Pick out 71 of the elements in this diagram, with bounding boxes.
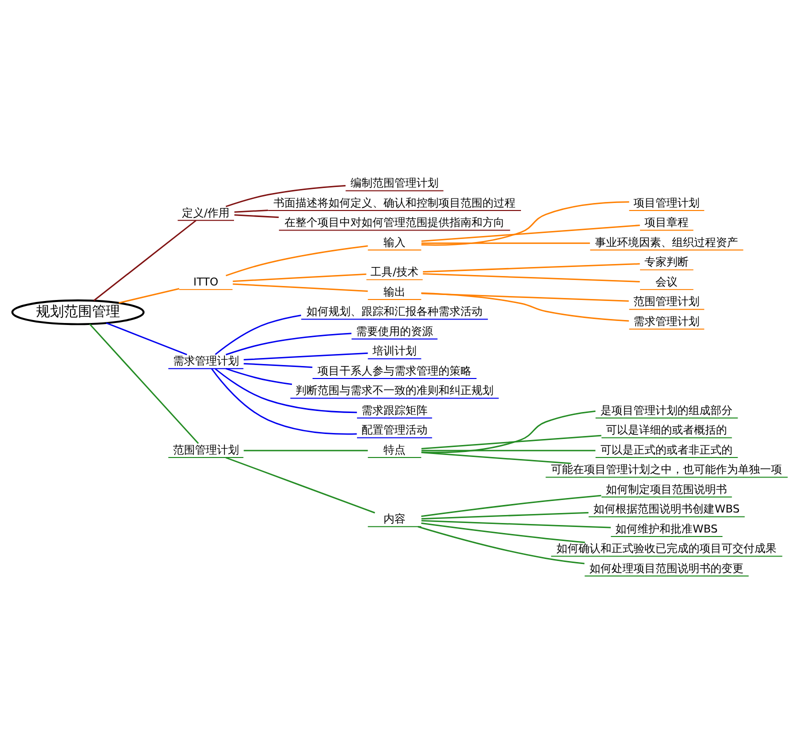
- connector: [226, 368, 292, 385]
- node-text: 如何规划、跟踪和汇报各种需求活动: [306, 304, 483, 318]
- node-text: 工具/技术: [370, 265, 418, 278]
- connector: [226, 184, 346, 207]
- node-text: 项目章程: [644, 216, 689, 229]
- node-text: 项目管理计划: [634, 196, 700, 209]
- connector: [244, 449, 368, 451]
- connector: [422, 262, 640, 272]
- connector: [226, 456, 376, 513]
- connector: [232, 282, 368, 292]
- node-text: 会议: [656, 274, 678, 288]
- connector: [106, 322, 188, 355]
- connector: [214, 314, 302, 355]
- node-text: 是项目管理计划的组成部分: [600, 403, 733, 416]
- connector: [421, 494, 602, 516]
- node-text: ITTO: [193, 274, 218, 288]
- node-text: 内容: [384, 512, 406, 526]
- connector: [421, 410, 596, 453]
- connector: [226, 244, 368, 276]
- node-text: 事业环境因素、组织过程资产: [595, 235, 738, 248]
- node-text: 项目干系人参与需求管理的策略: [318, 364, 472, 377]
- node-text: 范围管理计划: [634, 294, 700, 308]
- node-text: 范围管理计划: [172, 442, 239, 456]
- connector: [244, 362, 312, 368]
- node-text: 需求管理计划: [172, 354, 239, 367]
- node-text: 培训计划: [372, 344, 417, 358]
- connector: [421, 520, 611, 528]
- connector: [421, 242, 590, 244]
- node-text: 需求管理计划: [634, 314, 700, 328]
- connector: [214, 368, 357, 413]
- node-text: 专家判断: [644, 255, 689, 268]
- connector: [421, 224, 640, 242]
- node-text: 输入: [384, 235, 406, 248]
- node-text: 书面描述将如何定义、确认和控制项目范围的过程: [274, 196, 516, 209]
- node-text: 判断范围与需求不一致的准则和纠正规划: [296, 384, 494, 397]
- node-text: 输出: [384, 284, 406, 298]
- connector: [226, 332, 352, 355]
- node-text: 编制范围管理计划: [350, 176, 439, 190]
- connector: [421, 292, 629, 302]
- connector: [422, 272, 640, 282]
- connector: [93, 219, 196, 301]
- connector: [118, 288, 180, 304]
- connector: [421, 449, 596, 451]
- connector: [421, 512, 589, 519]
- node-text: 如何根据范围说明书创建WBS: [594, 502, 740, 516]
- connector: [89, 323, 199, 444]
- node-text: 在整个项目中对如何管理范围提供指南和方向: [284, 216, 505, 229]
- connector: [234, 214, 279, 218]
- connector: [421, 451, 572, 464]
- node-text: 可以是详细的或者概括的: [606, 423, 728, 436]
- node-text: 如何处理项目范围说明书的变更: [590, 561, 744, 574]
- connector: [421, 522, 586, 543]
- node-text: 如何维护和批准WBS: [616, 522, 718, 535]
- connector: [418, 526, 585, 564]
- node-text: 如何确认和正式验收已完成的项目可交付成果: [556, 542, 777, 555]
- node-text: 如何制定项目范围说明书: [606, 482, 728, 496]
- node-text: 需求跟踪矩阵: [362, 403, 428, 416]
- node-text: 可以是正式的或者非正式的: [600, 442, 733, 456]
- connector: [234, 209, 268, 212]
- node-text: 需要使用的资源: [356, 324, 434, 338]
- connector: [232, 273, 366, 282]
- node-text: 特点: [384, 442, 406, 456]
- connector: [421, 200, 630, 246]
- node-text: 配置管理活动: [362, 423, 428, 436]
- connector: [421, 434, 602, 449]
- node-text: 可能在项目管理计划之中，也可能作为单独一项: [551, 462, 782, 476]
- node-ellipse: 规划范围管理: [11, 298, 145, 325]
- connector: [421, 292, 629, 322]
- connector: [244, 352, 368, 360]
- node-text: 定义/作用: [182, 206, 230, 219]
- connector: [211, 368, 357, 434]
